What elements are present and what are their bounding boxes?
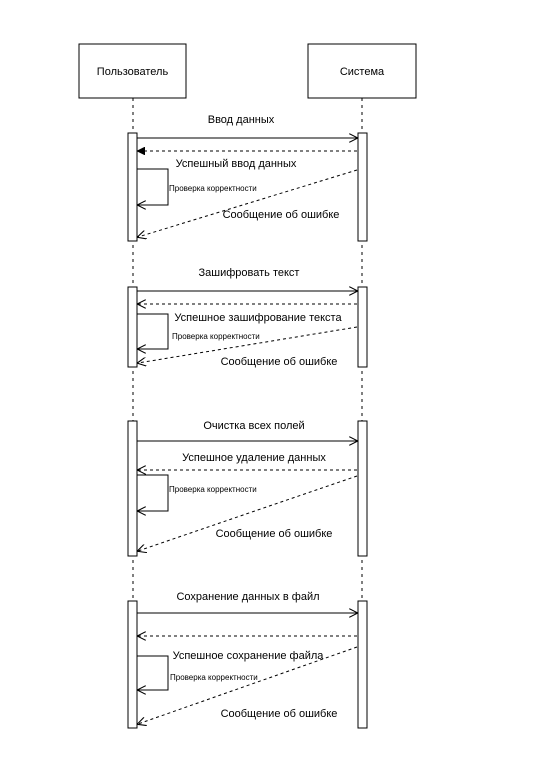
error-return-label: Сообщение об ошибке <box>223 209 340 221</box>
participant-user-label: Пользователь <box>97 66 169 78</box>
error-return-label: Сообщение об ошибке <box>216 528 333 540</box>
self-check-arrow <box>137 168 169 205</box>
activation-system <box>357 132 368 242</box>
request-message-label: Сохранение данных в файл <box>176 591 319 603</box>
activation-user <box>127 420 138 557</box>
activation-user <box>127 286 138 368</box>
participant-system-label: Система <box>340 66 385 78</box>
activation-system <box>357 420 368 557</box>
error-return-label: Сообщение об ошибке <box>221 708 338 720</box>
participant-user: Пользователь <box>78 43 187 99</box>
participant-system-box <box>307 43 417 99</box>
error-return-arrow <box>138 475 358 551</box>
activation-system <box>357 600 368 729</box>
activation-user <box>127 132 138 242</box>
participant-system: Система <box>307 43 417 99</box>
interaction-group-save: Сохранение данных в файл Успешное сохран… <box>127 591 368 729</box>
success-return-label: Успешное зашифрование текста <box>174 312 342 324</box>
success-return-label: Успешное сохранение файла <box>173 650 325 662</box>
request-message-label: Зашифровать текст <box>199 267 300 279</box>
error-return-arrow <box>138 646 358 724</box>
success-return-label: Успешный ввод данных <box>176 158 297 170</box>
error-return-arrow <box>138 169 358 237</box>
interaction-group-clear: Очистка всех полей Успешное удаление дан… <box>127 420 368 557</box>
self-check-arrow <box>137 655 169 690</box>
activation-system <box>357 286 368 368</box>
interaction-group-encrypt: Зашифровать текст Успешное зашифрование … <box>127 267 368 368</box>
self-check-label: Проверка корректности <box>169 485 257 494</box>
error-return-label: Сообщение об ошибке <box>221 356 338 368</box>
activation-user <box>127 600 138 729</box>
self-check-label: Проверка корректности <box>170 673 258 682</box>
self-check-label: Проверка корректности <box>172 332 260 341</box>
error-return-arrow <box>138 326 358 363</box>
request-message-label: Очистка всех полей <box>203 420 304 432</box>
interaction-group-input: Ввод данных Успешный ввод данных Проверк… <box>127 114 368 242</box>
self-check-label: Проверка корректности <box>169 184 257 193</box>
self-check-arrow <box>137 474 169 511</box>
self-check-arrow <box>137 313 169 349</box>
participant-user-box <box>78 43 187 99</box>
success-return-label: Успешное удаление данных <box>182 452 326 464</box>
request-message-label: Ввод данных <box>208 114 275 126</box>
